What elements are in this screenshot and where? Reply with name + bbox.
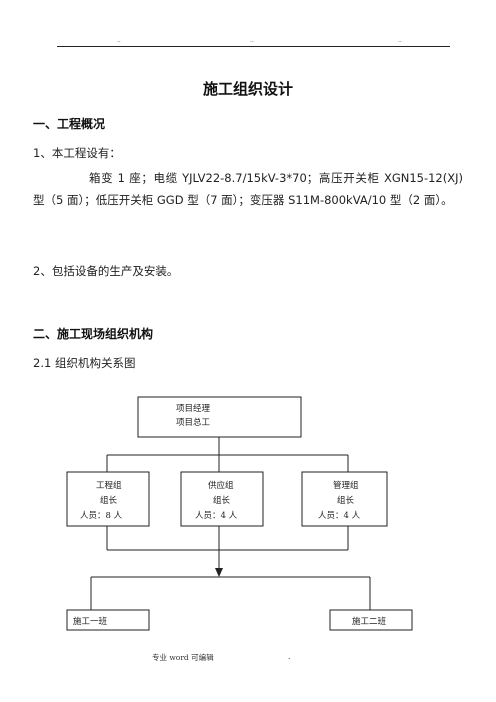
header-rule (57, 46, 450, 47)
org-box-team-2 (329, 609, 413, 631)
org-group-leader-management: 组长 (337, 495, 355, 506)
header-mark-left: .. (117, 37, 121, 44)
overview-equipment-paragraph: 箱变 1 座；电缆 YJLV22-8.7/15kV-3*70；高压开关柜 XGN… (33, 171, 463, 207)
org-group-staff-management: 人员：4 人 (318, 511, 361, 521)
org-box-manager (137, 396, 302, 438)
org-group-leader-supply: 组长 (213, 495, 231, 506)
org-box-engineering (66, 471, 150, 527)
overview-item-1: 1、本工程设有： (33, 146, 121, 160)
section-heading-overview: 一、工程概况 (33, 117, 106, 131)
org-group-name-engineering: 工程组 (96, 480, 122, 491)
org-box-management (301, 471, 388, 527)
document-title: 施工组织设计 (202, 80, 293, 98)
arrow-down-icon (215, 568, 223, 577)
org-team-2-label: 施工二班 (352, 616, 387, 627)
header-mark-center: .. (250, 37, 254, 44)
org-chart-subheading: 2.1 组织机构关系图 (33, 356, 136, 370)
org-box-supply (180, 471, 264, 527)
org-manager-line2: 项目总工 (176, 417, 211, 428)
org-group-staff-engineering: 人员：8 人 (80, 511, 123, 521)
section-heading-organization: 二、施工现场组织机构 (33, 327, 154, 341)
org-group-leader-engineering: 组长 (100, 495, 118, 506)
footer-right: . (288, 652, 291, 661)
org-group-staff-supply: 人员：4 人 (195, 511, 238, 521)
org-team-1-label: 施工一班 (73, 616, 108, 627)
header-mark-right: .. (398, 37, 402, 44)
org-group-name-management: 管理组 (333, 480, 359, 491)
org-group-name-supply: 供应组 (208, 480, 234, 491)
footer-left: 专业 word 可编辑 (152, 653, 214, 662)
org-manager-line1: 项目经理 (176, 403, 211, 414)
org-chart: 项目经理 项目总工 工程组 组长 人员：8 人 供应组 组长 人员：4 人 管理… (66, 396, 413, 631)
overview-item-2: 2、包括设备的生产及安装。 (33, 264, 179, 278)
org-box-team-1 (66, 609, 150, 631)
